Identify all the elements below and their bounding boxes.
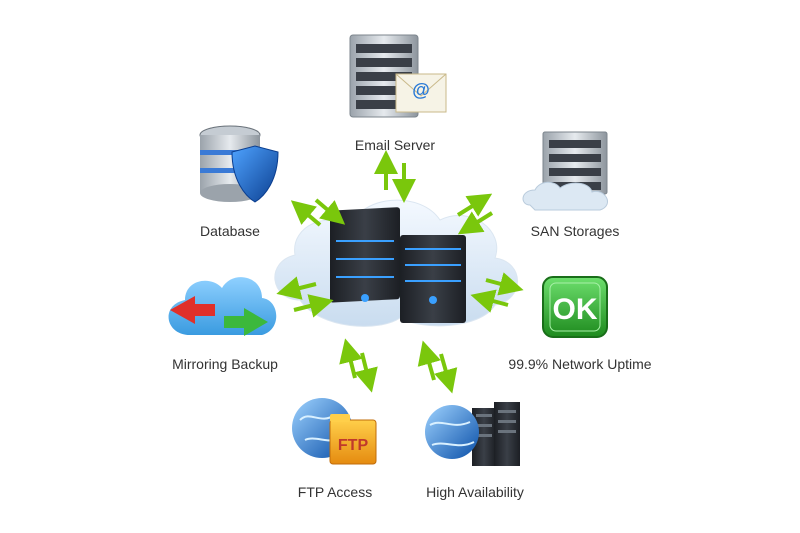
arrow-ftp-out <box>339 338 363 379</box>
email-at-symbol: @ <box>412 80 430 100</box>
label-mirroring-backup: Mirroring Backup <box>172 356 278 372</box>
arrow-mirror-in <box>293 294 334 318</box>
label-san-storages: SAN Storages <box>530 223 620 239</box>
ok-badge-text: OK <box>553 293 598 326</box>
connection-arrows <box>276 150 524 394</box>
san-storage-icon <box>522 131 608 211</box>
database-shield-icon <box>199 125 279 203</box>
arrow-ha-out <box>417 340 441 381</box>
label-network-uptime: 99.9% Network Uptime <box>508 356 652 372</box>
mirroring-backup-icon <box>168 277 277 336</box>
arrow-san-in <box>457 211 494 235</box>
arrow-uptime-in <box>470 289 509 313</box>
arrow-san-out <box>456 193 493 217</box>
label-database: Database <box>200 223 260 239</box>
arrow-db-out <box>290 200 322 227</box>
globe-servers-icon <box>425 402 520 466</box>
ftp-folder-icon <box>292 398 377 465</box>
ok-badge-icon <box>542 276 608 338</box>
label-email-server: Email Server <box>354 137 436 153</box>
arrow-uptime-out <box>485 272 524 296</box>
arrow-ha-in <box>434 353 458 394</box>
label-high-availability: High Availability <box>426 484 524 500</box>
arrow-ftp-in <box>354 352 378 393</box>
label-ftp-access: FTP Access <box>297 484 373 500</box>
email-server-icon <box>349 34 447 118</box>
arrow-db-in <box>314 198 346 225</box>
cloud-servers-icon <box>274 199 518 327</box>
arrow-mirror-out <box>276 276 317 300</box>
ftp-badge-text: FTP <box>338 437 369 454</box>
